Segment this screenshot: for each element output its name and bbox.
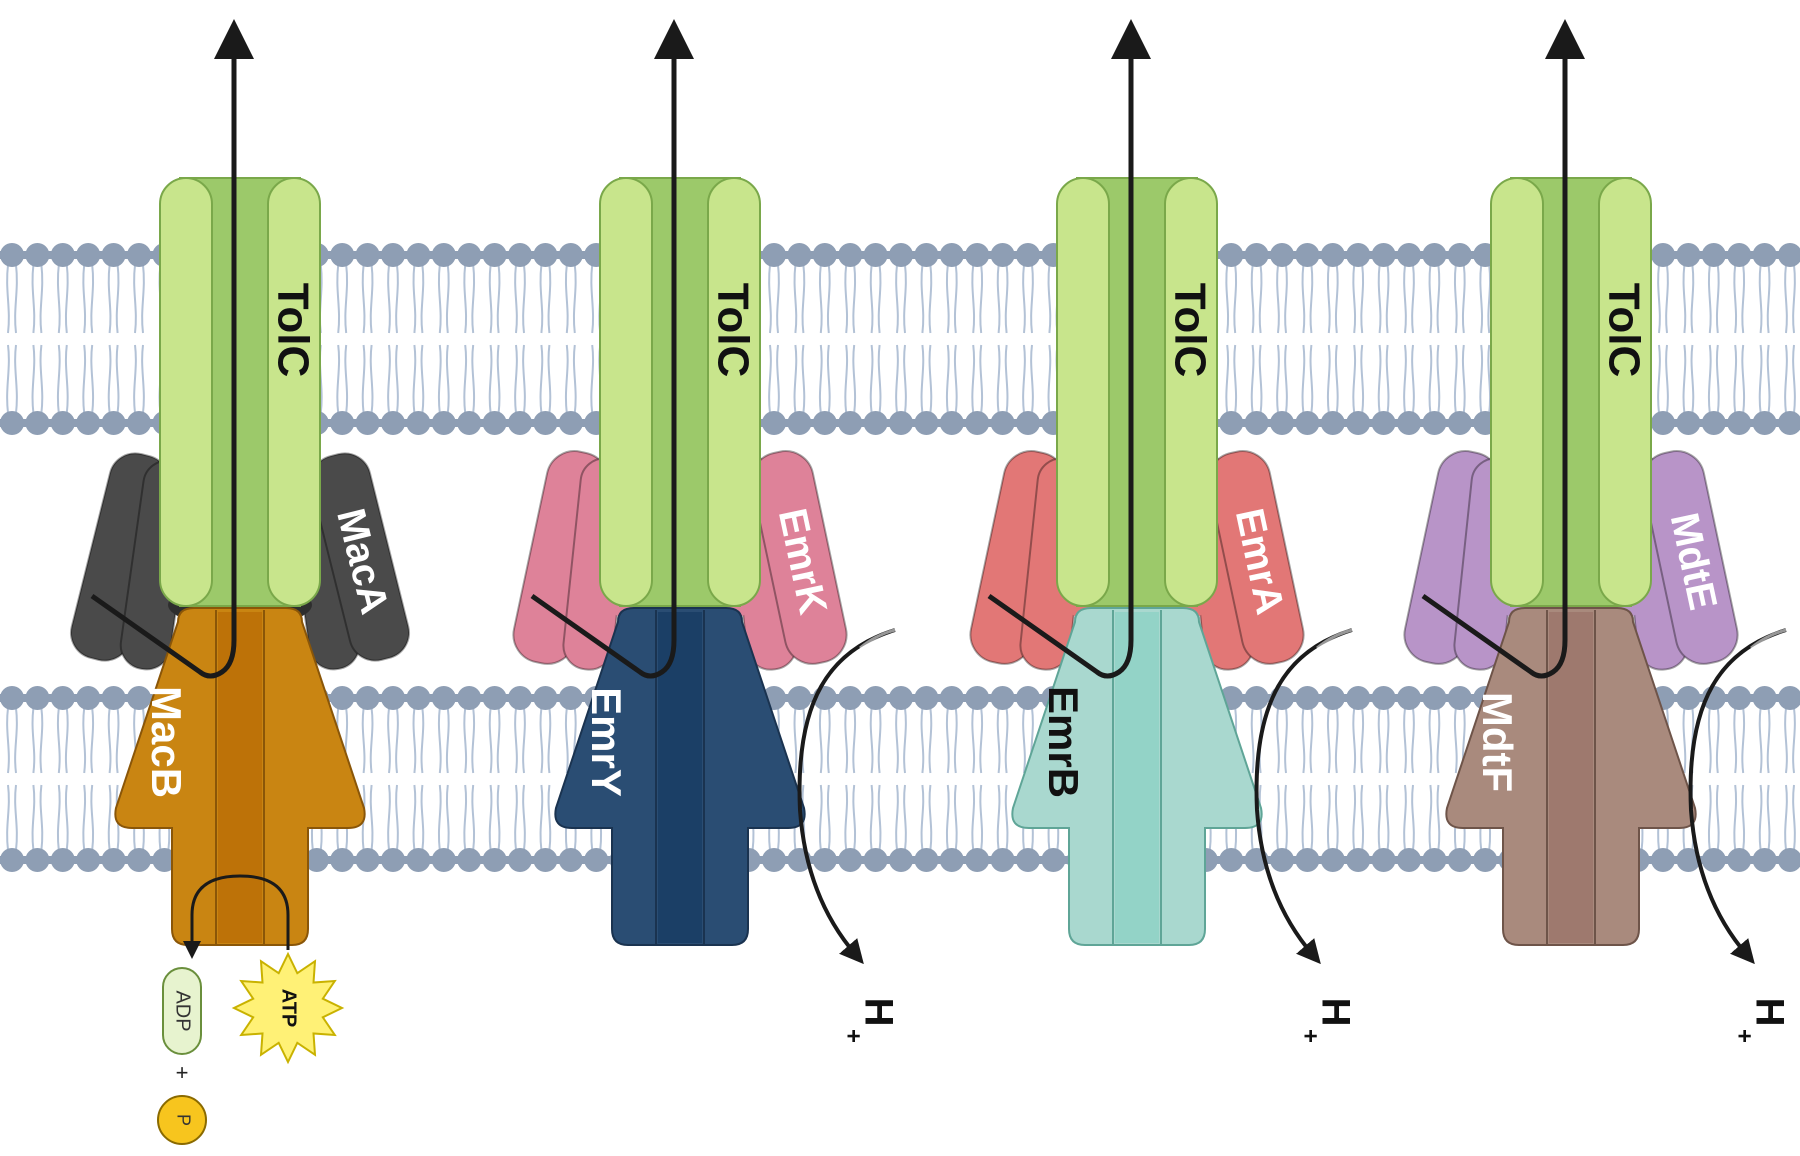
tolc-mdtef <box>1490 177 1652 607</box>
phosphate-label: P <box>173 1114 193 1126</box>
proton-superscript: + <box>1297 1029 1324 1043</box>
transporter-label: EmrB <box>1040 686 1087 798</box>
substrate-arrow <box>90 19 254 679</box>
proton-superscript: + <box>840 1029 867 1043</box>
tolc-emrky <box>599 177 761 607</box>
substrate-arrow <box>1421 19 1585 679</box>
proton-motive-force: H+ <box>1688 628 1791 1043</box>
proton-arrow <box>1688 628 1787 965</box>
tolc-label: TolC <box>1165 283 1214 378</box>
adp-capsule <box>162 967 202 1055</box>
adp-label: ADP <box>172 990 194 1031</box>
atp-arrow <box>183 874 290 959</box>
pumps: TolCMacAMacBADP+PATPTolCEmrKEmrYH+TolCEm… <box>70 19 1791 1145</box>
transporter-emrab <box>1011 607 1263 946</box>
atp-hydrolysis: ADP + P ATP <box>157 874 345 1145</box>
tolc-macab <box>159 177 321 607</box>
proton-motive-force: H+ <box>797 628 900 1043</box>
plus-label: + <box>176 1060 189 1085</box>
proton-label: H <box>1747 998 1791 1027</box>
tolc-label: TolC <box>1599 283 1648 378</box>
proton-label: H <box>856 998 900 1027</box>
phosphate-circle <box>157 1095 207 1145</box>
transporter-label: MdtF <box>1474 692 1521 792</box>
atp-label: ATP <box>278 989 300 1028</box>
proton-arrow <box>1254 628 1353 965</box>
substrate-arrow <box>987 19 1151 679</box>
transporter-label: EmrY <box>583 687 630 797</box>
proton-superscript: + <box>1731 1029 1758 1043</box>
transporter-label: MacB <box>143 686 190 798</box>
proton-label: H <box>1313 998 1357 1027</box>
substrate-arrow <box>530 19 694 679</box>
atp-burst <box>231 951 345 1065</box>
tolc-emrab <box>1056 177 1218 607</box>
proton-arrow <box>797 628 896 965</box>
tolc-label: TolC <box>268 283 317 378</box>
proton-motive-force: H+ <box>1254 628 1357 1043</box>
tolc-label: TolC <box>708 283 757 378</box>
